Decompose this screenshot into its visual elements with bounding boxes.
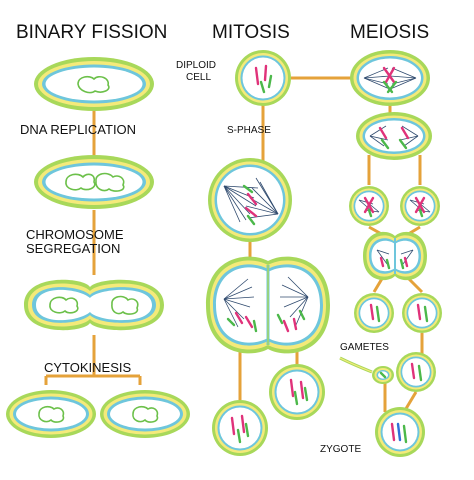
bf-daughter-right bbox=[100, 390, 190, 438]
bf-cell-2 bbox=[34, 155, 154, 209]
mitosis-anaphase-cell bbox=[206, 256, 330, 354]
mitosis-daughter-left bbox=[212, 400, 268, 456]
bf-cell-3 bbox=[24, 279, 164, 331]
mitosis-metaphase-cell bbox=[208, 158, 292, 242]
label-gametes: GAMETES bbox=[340, 342, 389, 353]
label-s-phase: S-PHASE bbox=[227, 125, 271, 136]
meiosis-cell-5b bbox=[402, 293, 442, 333]
label-cytokinesis: CYTOKINESIS bbox=[44, 360, 132, 375]
heading-mitosis: MITOSIS bbox=[212, 22, 290, 43]
bf-daughter-left bbox=[6, 390, 96, 438]
label-dna-replication: DNA REPLICATION bbox=[20, 122, 136, 137]
heading-binary-fission: BINARY FISSION bbox=[16, 22, 167, 43]
bf-cell-1 bbox=[34, 57, 154, 111]
mitosis-diploid-cell bbox=[235, 50, 291, 106]
heading-meiosis: MEIOSIS bbox=[350, 22, 429, 43]
label-segregation: SEGREGATION bbox=[26, 241, 120, 256]
meiosis-zygote bbox=[375, 407, 425, 457]
mitosis-daughter-right bbox=[269, 364, 325, 420]
label-diploid: DIPLOID bbox=[176, 60, 216, 71]
label-chromosome: CHROMOSOME bbox=[26, 227, 124, 242]
label-zygote: ZYGOTE bbox=[320, 444, 361, 455]
label-cell: CELL bbox=[186, 72, 211, 83]
meiosis-cell-3b bbox=[400, 186, 440, 226]
meiosis-cell-3a bbox=[349, 186, 389, 226]
meiosis-sperm-gamete bbox=[339, 356, 394, 384]
meiosis-cell-2 bbox=[356, 112, 432, 160]
meiosis-cell-4 bbox=[363, 231, 427, 281]
meiosis-cell-1 bbox=[350, 50, 430, 106]
meiosis-egg-gamete bbox=[396, 352, 436, 392]
connector-lines bbox=[44, 76, 424, 413]
meiosis-cell-5a bbox=[354, 293, 394, 333]
